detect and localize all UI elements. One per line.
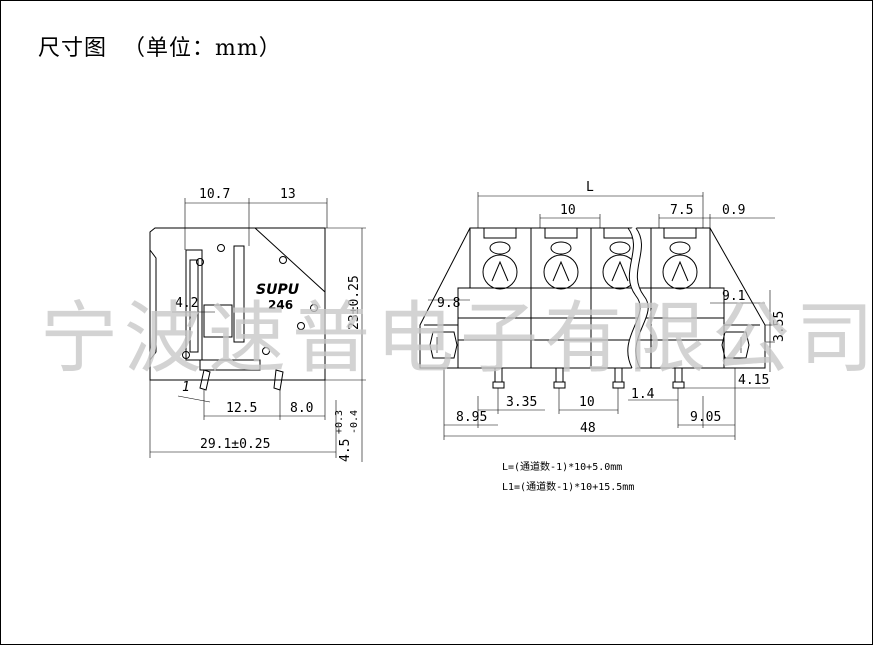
side-inner-block <box>203 304 233 338</box>
channel-oval <box>550 241 572 255</box>
pin <box>672 367 685 396</box>
break-gap <box>627 225 649 370</box>
dim-3-35: 3.35 <box>506 395 537 410</box>
channel-lever-mark <box>671 260 689 282</box>
channel-oval <box>609 241 631 255</box>
side-slot-inner <box>189 259 199 353</box>
company-watermark: 宁波速普电子有限公司 <box>40 294 873 384</box>
front-mount-hole-left <box>429 331 458 359</box>
drawing-title: 尺寸图 （单位：mm） <box>38 36 282 61</box>
front-view: L 10 7.5 0.9 9.8 9.1 3.55 4.15 <box>419 180 787 493</box>
channel-lever-mark <box>552 260 570 282</box>
channel-top <box>663 227 697 239</box>
dim-tol-minus: -0.4 <box>349 410 360 434</box>
break-line <box>635 227 649 369</box>
channel-lever <box>482 254 518 290</box>
dim-L: L <box>586 180 594 195</box>
dim-4-15: 4.15 <box>738 373 769 388</box>
side-view: SUPU 246 10.7 13 23±0.25 4.2 1 12.5 8.0 … <box>149 187 366 462</box>
channel-lever <box>543 254 579 290</box>
dim-pitch-bottom: 10 <box>579 395 595 410</box>
side-hole <box>310 304 318 312</box>
side-pin-left <box>199 369 211 391</box>
side-hole <box>196 258 204 266</box>
side-hole <box>297 322 305 330</box>
dim-4-2: 4.2 <box>175 296 198 311</box>
dim-13: 13 <box>280 187 296 202</box>
pin <box>612 367 625 396</box>
side-slot-left <box>185 249 203 361</box>
side-slot-right <box>233 245 245 343</box>
dim-tol-plus: +0.3 <box>334 410 345 434</box>
front-right-flange <box>709 227 766 369</box>
channel <box>662 227 698 290</box>
side-left-edge <box>149 232 157 380</box>
break-line <box>627 227 641 369</box>
dim-0-9: 0.9 <box>722 203 745 218</box>
note-L: L=(通道数-1)*10+5.0mm <box>502 460 622 473</box>
channel <box>543 227 579 290</box>
front-left-flange <box>419 227 471 369</box>
pin <box>492 367 505 396</box>
channel-oval <box>669 241 691 255</box>
side-base-step <box>199 359 261 371</box>
channel-oval <box>489 241 511 255</box>
dim-9-05: 9.05 <box>690 410 721 425</box>
side-hole <box>182 351 190 359</box>
dim-8-0: 8.0 <box>290 401 313 416</box>
front-mount-hole-right <box>721 331 750 359</box>
dim-8-95: 8.95 <box>456 410 487 425</box>
channel-top <box>544 227 578 239</box>
side-brand: SUPU <box>256 282 300 298</box>
dim-48: 48 <box>580 421 596 436</box>
dim-9-1: 9.1 <box>722 289 745 304</box>
dim-1-4: 1.4 <box>631 387 655 402</box>
dim-4-5: 4.5 <box>338 439 353 462</box>
channel-lever-mark <box>491 260 509 282</box>
channel-top <box>483 227 517 239</box>
dim-12-5: 12.5 <box>226 401 257 416</box>
pin <box>553 367 566 396</box>
side-chamfer <box>254 227 326 293</box>
channel-lever <box>662 254 698 290</box>
dim-angle: 1 <box>182 380 190 395</box>
dim-height: 23±0.25 <box>347 275 362 330</box>
front-upper-body <box>469 227 711 289</box>
side-hole <box>262 347 270 355</box>
dim-7-5: 7.5 <box>670 203 693 218</box>
channel <box>482 227 518 290</box>
dim-line <box>177 395 211 403</box>
side-hole <box>217 244 225 252</box>
dim-pitch-top: 10 <box>560 203 576 218</box>
side-model: 246 <box>268 298 293 312</box>
side-body-outline <box>149 227 326 381</box>
dim-3-55: 3.55 <box>772 311 787 342</box>
dim-10-7: 10.7 <box>199 187 230 202</box>
channel-lever-mark <box>611 260 629 282</box>
note-L1: L1=(通道数-1)*10+15.5mm <box>502 480 634 493</box>
side-hole <box>279 256 287 264</box>
dim-29-1: 29.1±0.25 <box>200 437 270 452</box>
